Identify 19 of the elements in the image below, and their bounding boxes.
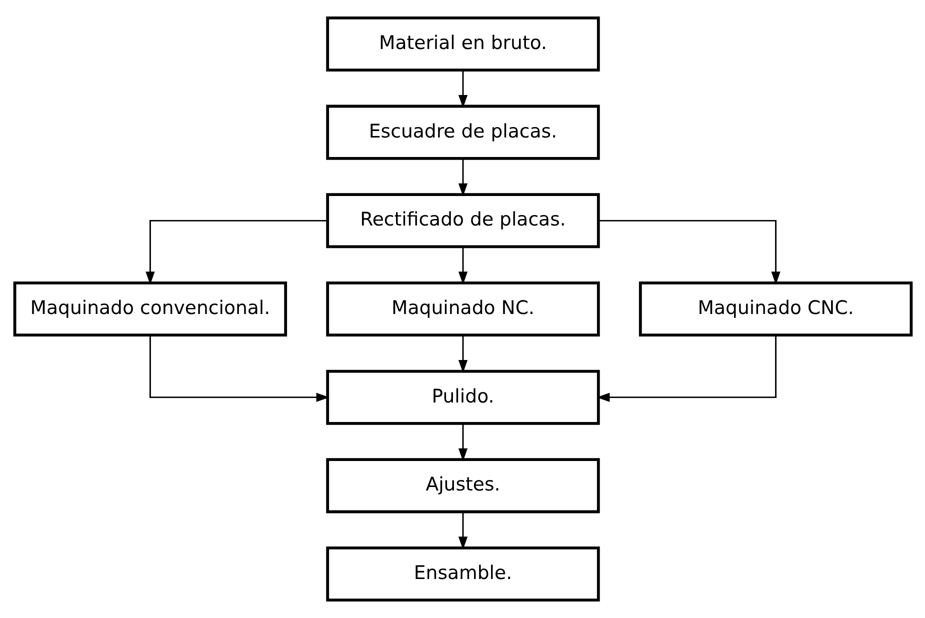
arrow <box>458 70 468 108</box>
arrow <box>458 247 468 285</box>
node-box: Maquinado NC. <box>326 281 600 337</box>
node-box: Maquinado convencional. <box>12 281 287 337</box>
node-box: Rectificado de placas. <box>326 193 600 248</box>
node-box: Ajustes. <box>326 458 600 514</box>
node-box: Material en bruto. <box>326 16 600 72</box>
node-box: Escuadre de placas. <box>326 104 600 160</box>
node-box: Ensamble. <box>326 546 600 602</box>
arrow <box>145 220 327 285</box>
arrow <box>458 158 468 196</box>
node-box: Pulido. <box>326 370 600 425</box>
arrow <box>148 336 329 402</box>
arrow <box>458 336 468 374</box>
arrow <box>458 512 468 550</box>
arrow <box>598 220 780 285</box>
node-box: Maquinado CNC. <box>638 281 912 337</box>
arrow <box>596 336 776 402</box>
arrow <box>458 424 468 462</box>
